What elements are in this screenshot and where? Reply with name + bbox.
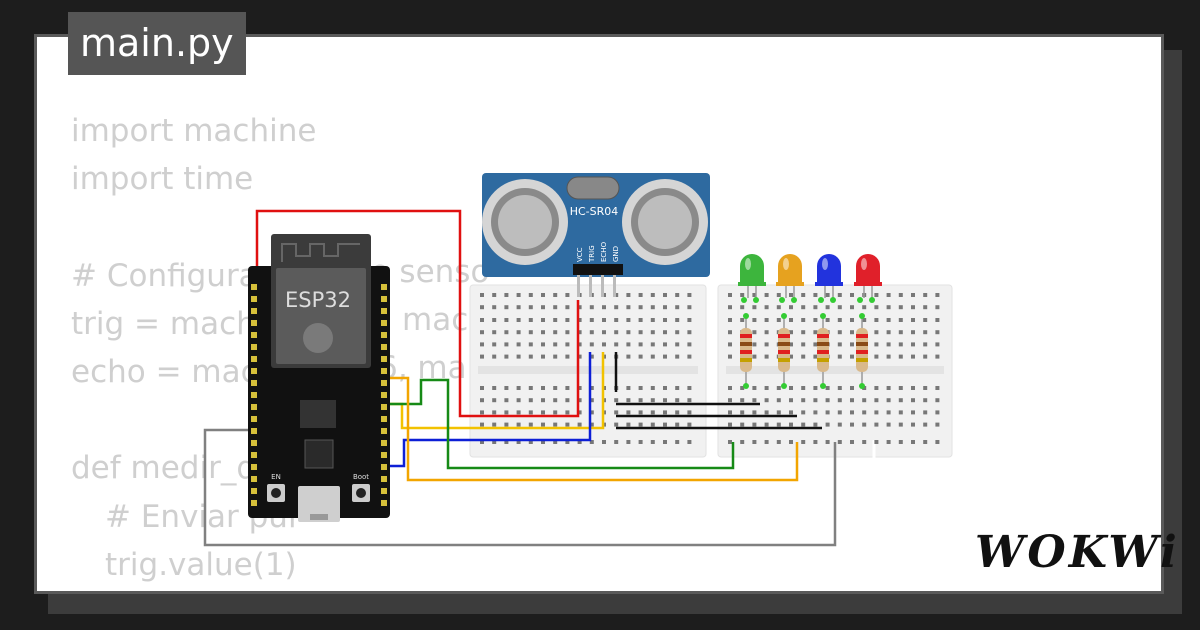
boot-button-label: Boot — [353, 473, 369, 481]
led-4[interactable] — [854, 254, 882, 303]
sensor-pin-echo: ECHO — [600, 241, 608, 262]
code-line: trig.value(1) — [105, 546, 297, 583]
breadboard-right[interactable] — [717, 284, 953, 458]
wire-orange[interactable] — [388, 376, 799, 482]
led-1[interactable] — [738, 254, 766, 303]
esp32-board[interactable]: ESP32 EN Boot — [248, 234, 390, 522]
led-3[interactable] — [815, 254, 843, 303]
file-name-tab: main.py — [68, 12, 246, 75]
code-line: # Configurar — [71, 257, 281, 294]
en-button-label: EN — [271, 473, 281, 481]
breadboard-left[interactable] — [469, 284, 707, 458]
resistor-1[interactable] — [740, 313, 752, 389]
sensor-pin-trig: TRIG — [588, 245, 596, 263]
wire-black[interactable] — [614, 352, 822, 430]
led-group[interactable] — [738, 254, 882, 389]
sensor-pin-gnd: GND — [612, 246, 620, 262]
resistor-2[interactable] — [778, 313, 790, 389]
wire-blue[interactable] — [388, 352, 592, 468]
resistor-4[interactable] — [856, 313, 868, 389]
code-preview: import machine import time # Configurar tr… — [71, 107, 382, 591]
resistor-3[interactable] — [817, 313, 829, 389]
code-line: import time — [71, 161, 254, 198]
sensor-label: HC-SR04 — [570, 205, 619, 218]
esp32-label: ESP32 — [285, 288, 351, 312]
led-2[interactable] — [776, 254, 804, 303]
ultrasonic-sensor[interactable]: HC-SR04 VCC TRIG ECHO GND — [482, 173, 710, 297]
wire-green[interactable] — [388, 378, 735, 470]
sensor-pin-vcc: VCC — [576, 247, 584, 262]
wire-red[interactable] — [255, 209, 580, 418]
wire-gray[interactable] — [203, 428, 837, 547]
code-line: def medir_d — [71, 450, 257, 487]
code-line: import machine — [71, 113, 317, 149]
wokwi-logo: WOKWi — [975, 527, 1180, 578]
